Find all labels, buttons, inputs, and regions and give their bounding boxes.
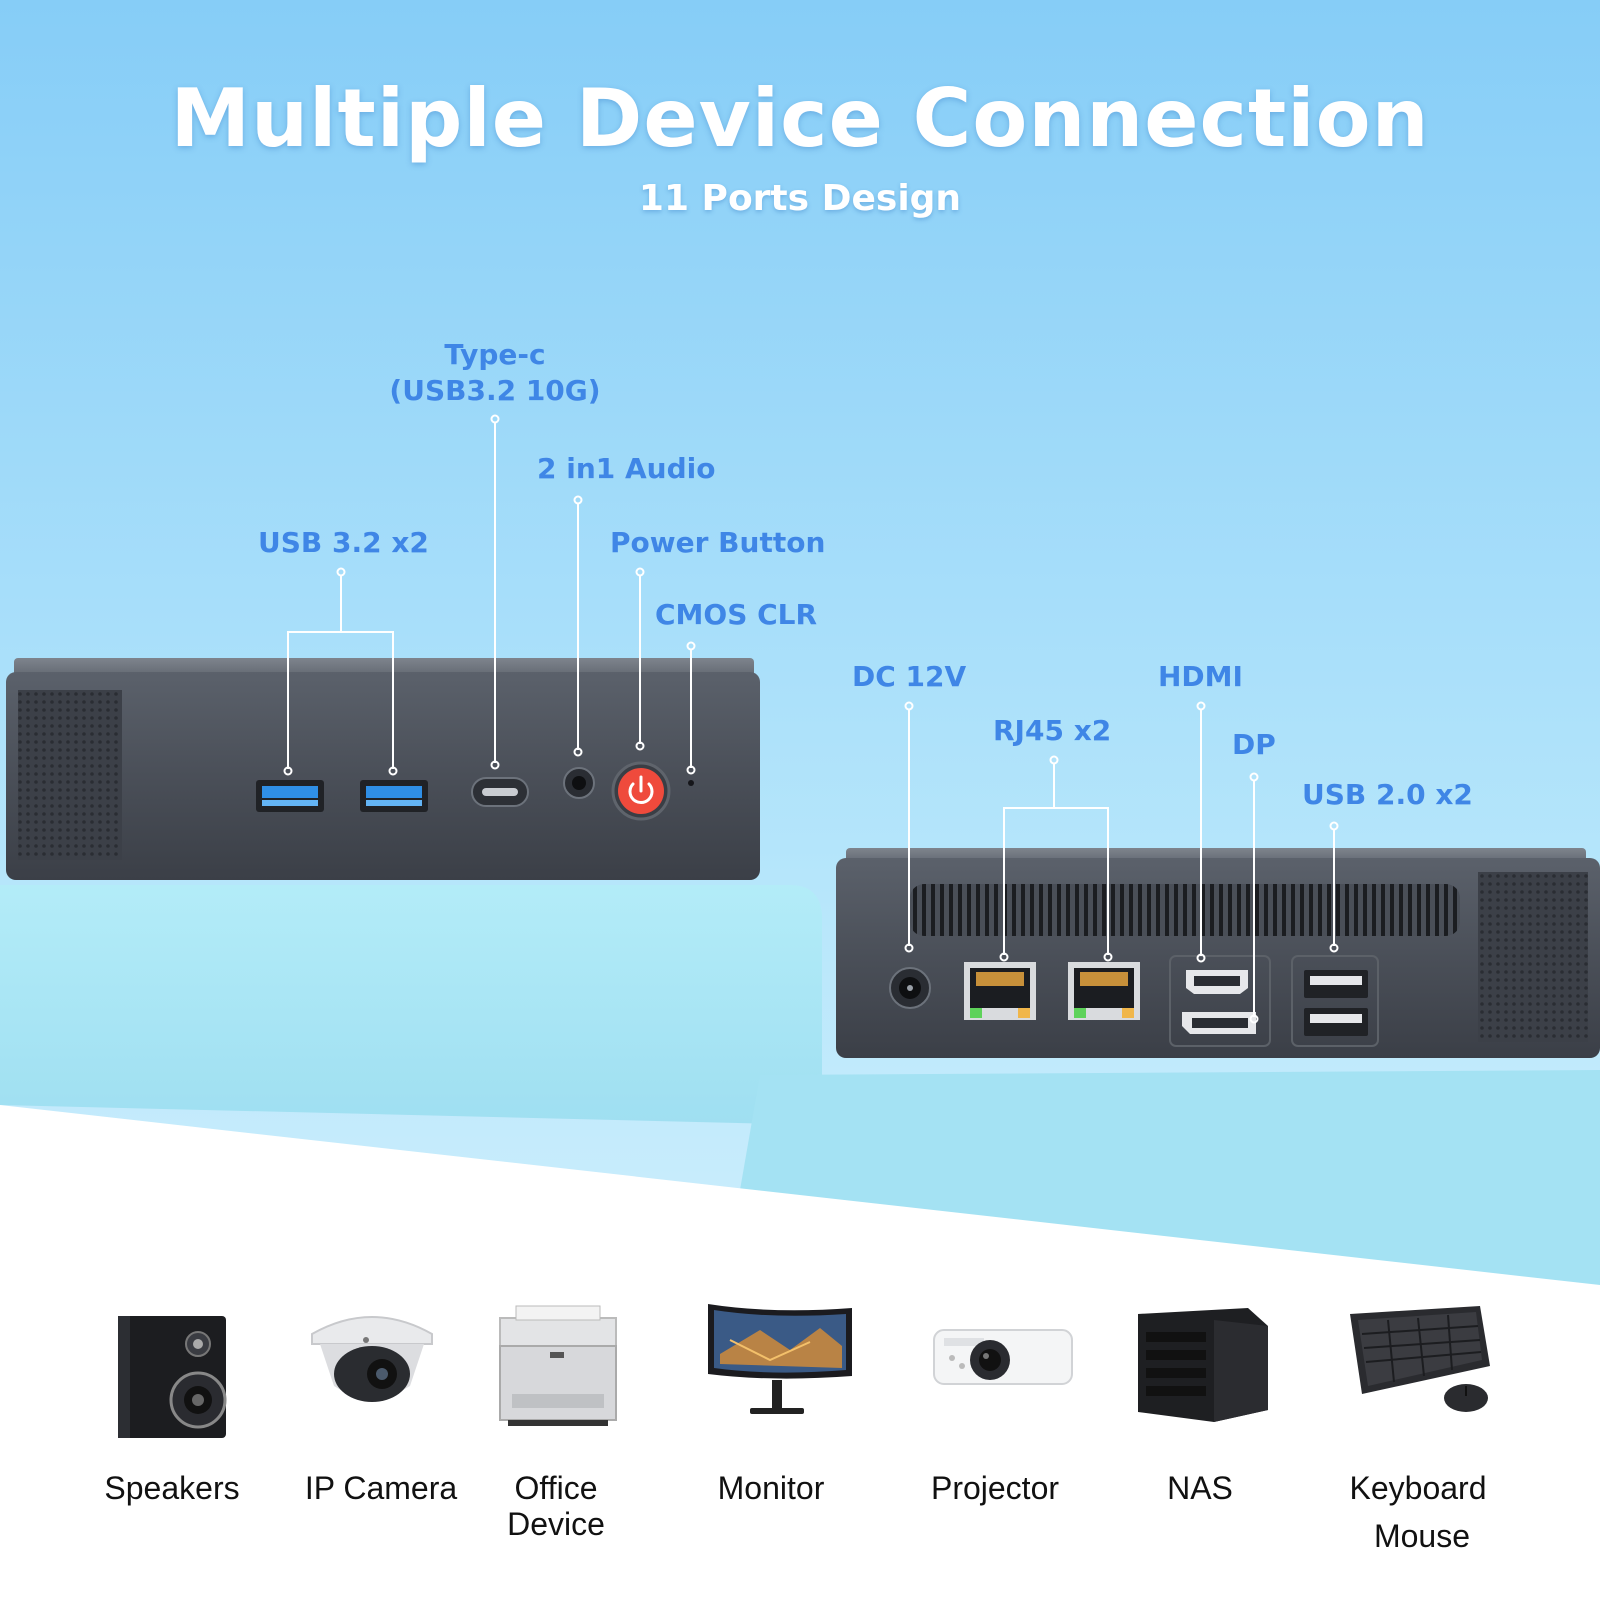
mini-pc-rear-view [836,848,1600,1058]
device-label-office-line2: Device [507,1506,605,1542]
label-rj45: RJ45 x2 [993,714,1112,747]
usb32-port-1 [256,780,324,812]
keyboard-mouse-icon [1350,1306,1490,1412]
side-vent-mesh [1478,872,1588,1042]
leader-line [340,576,342,632]
printer-icon [499,1305,617,1426]
device-label-ip-camera: IP Camera [304,1470,458,1506]
usb32-port-2 [360,780,428,812]
page-subtitle: 11 Ports Design [638,178,962,219]
leader-dot [388,766,398,776]
power-button [611,761,671,821]
nas-icon [1138,1308,1268,1422]
video-port-panel [1169,955,1271,1047]
dc-jack [889,967,931,1009]
monitor-icon [708,1304,852,1414]
leader-dot [1249,772,1259,782]
leader-line [577,504,579,750]
mini-pc-front-view [6,658,760,880]
label-dp: DP [1232,728,1276,761]
leader-dot [490,414,500,424]
device-label-projector: Projector [930,1470,1060,1506]
leader-dot [999,952,1009,962]
label-typec-line1: Type-c [444,338,546,371]
speaker-icon [118,1316,227,1438]
leader-line [908,710,910,946]
leader-dot [1329,943,1339,953]
label-typec-line2: (USB3.2 10G) [389,374,601,407]
ip-camera-icon [311,1316,433,1402]
device-body [6,672,760,880]
leader-dot [904,943,914,953]
leader-line [1107,807,1109,955]
leader-line [1053,764,1055,808]
leader-dot [283,766,293,776]
usb20-port-1 [1304,970,1368,998]
label-hdmi: HDMI [1158,660,1243,693]
leader-dot [490,760,500,770]
usb20-port-2 [1304,1008,1368,1036]
label-audio: 2 in1 Audio [537,452,716,485]
projector-icon [933,1329,1073,1385]
device-label-speakers: Speakers [104,1470,240,1506]
leader-dot [1103,952,1113,962]
leader-line [392,631,394,769]
hdmi-port [1186,970,1248,994]
device-label-office-line1: Office [514,1470,598,1506]
leader-dot [573,747,583,757]
leader-line [494,423,496,763]
usb20-panel [1291,955,1379,1047]
typec-port [471,777,529,807]
rj45-port-2 [1068,962,1140,1020]
leader-line [639,576,641,744]
label-dc-12v: DC 12V [852,660,967,693]
rj45-port-1 [964,962,1036,1020]
dp-port [1182,1012,1256,1034]
leader-line [1003,807,1005,955]
leader-line [287,631,394,633]
page-title: Multiple Device Connection [170,72,1430,165]
leader-dot [1249,1014,1259,1024]
leader-dot [635,741,645,751]
device-label-monitor: Monitor [717,1470,825,1506]
leader-line [1003,807,1109,809]
device-label-keyboard-line1: Keyboard [1349,1470,1487,1506]
leader-dot [686,765,696,775]
label-usb32: USB 3.2 x2 [258,526,429,559]
leader-dot [1196,953,1206,963]
leader-dot [1196,701,1206,711]
leader-dot [686,641,696,651]
leader-dot [904,701,914,711]
leader-line [287,631,289,769]
device-label-keyboard-line2: Mouse [1373,1518,1471,1554]
label-usb20: USB 2.0 x2 [1302,778,1473,811]
leader-dot [573,495,583,505]
leader-line [1200,710,1202,956]
leader-dot [635,567,645,577]
label-power-button: Power Button [610,526,826,559]
leader-dot [1329,821,1339,831]
device-icons-row [118,1304,1490,1438]
rear-vent-grill [910,884,1460,936]
audio-jack [563,767,595,799]
leader-dot [336,567,346,577]
leader-line [1333,830,1335,946]
leader-dot [1049,755,1059,765]
label-cmos-clr: CMOS CLR [655,598,818,631]
device-label-nas: NAS [1167,1470,1233,1506]
cmos-clr-hole [688,780,694,786]
leader-line [690,650,692,768]
leader-line [1253,781,1255,1017]
side-vent-mesh [18,690,122,860]
